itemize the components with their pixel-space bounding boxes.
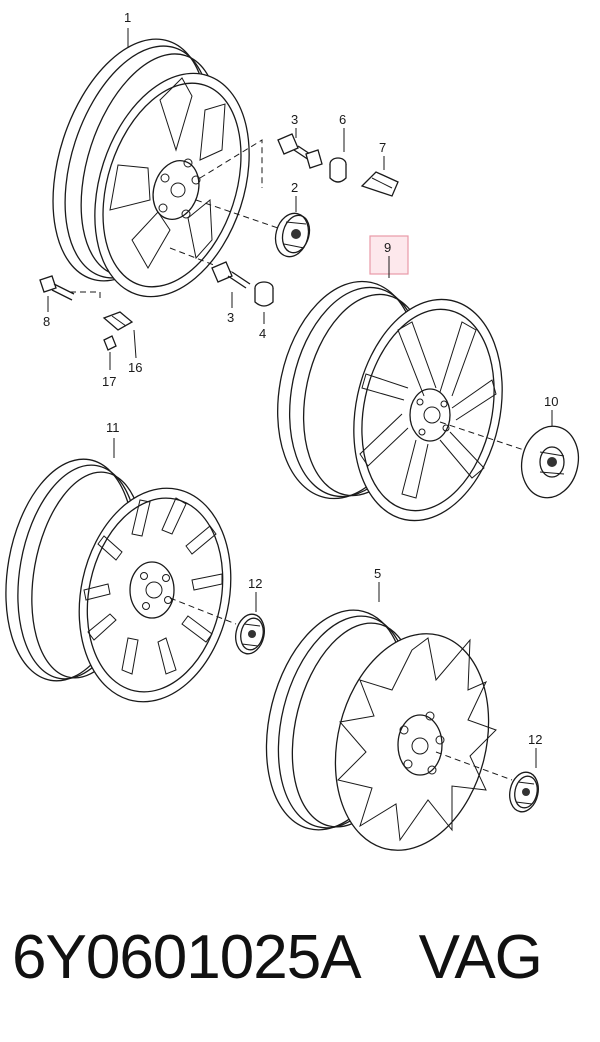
- wheel-9: [277, 280, 503, 522]
- callout-5: 5: [374, 566, 381, 581]
- callout-7: 7: [379, 140, 386, 155]
- callout-10: 10: [544, 394, 558, 409]
- pressure-sensor: [102, 311, 134, 351]
- callout-9: 9: [384, 240, 391, 255]
- callout-2: 2: [291, 180, 298, 195]
- center-cap-2: [274, 212, 311, 258]
- wheel-bolt-lower: [211, 261, 251, 289]
- callout-3-lower: 3: [227, 310, 234, 325]
- callout-17: 17: [102, 374, 116, 389]
- wheel-bolt-upper: [277, 133, 323, 169]
- parts-diagram: 1 3 6 7 2 3: [5, 10, 580, 851]
- tire-valve: [39, 275, 75, 301]
- callout-1: 1: [124, 10, 131, 25]
- center-cap-12-upper: [235, 613, 265, 655]
- callout-6: 6: [339, 112, 346, 127]
- part-number-caption: 6Y0601025A VAG: [12, 922, 592, 1002]
- center-cap-12-lower: [509, 771, 539, 813]
- callout-4: 4: [259, 326, 266, 341]
- center-cap-10: [520, 425, 580, 499]
- bolt-cap: [329, 157, 347, 183]
- callout-12-lower: 12: [528, 732, 542, 747]
- callout-16: 16: [128, 360, 142, 375]
- callout-3-upper: 3: [291, 112, 298, 127]
- brand: VAG: [418, 923, 543, 992]
- callout-12-upper: 12: [248, 576, 262, 591]
- wheel-nut: [254, 281, 274, 307]
- part-number: 6Y0601025A: [12, 923, 362, 992]
- wheel-1: [52, 38, 250, 298]
- wheel-11: [5, 458, 232, 703]
- callout-8: 8: [43, 314, 50, 329]
- callout-11: 11: [106, 420, 120, 435]
- wheel-5: [265, 609, 497, 851]
- removal-tool: [360, 171, 399, 197]
